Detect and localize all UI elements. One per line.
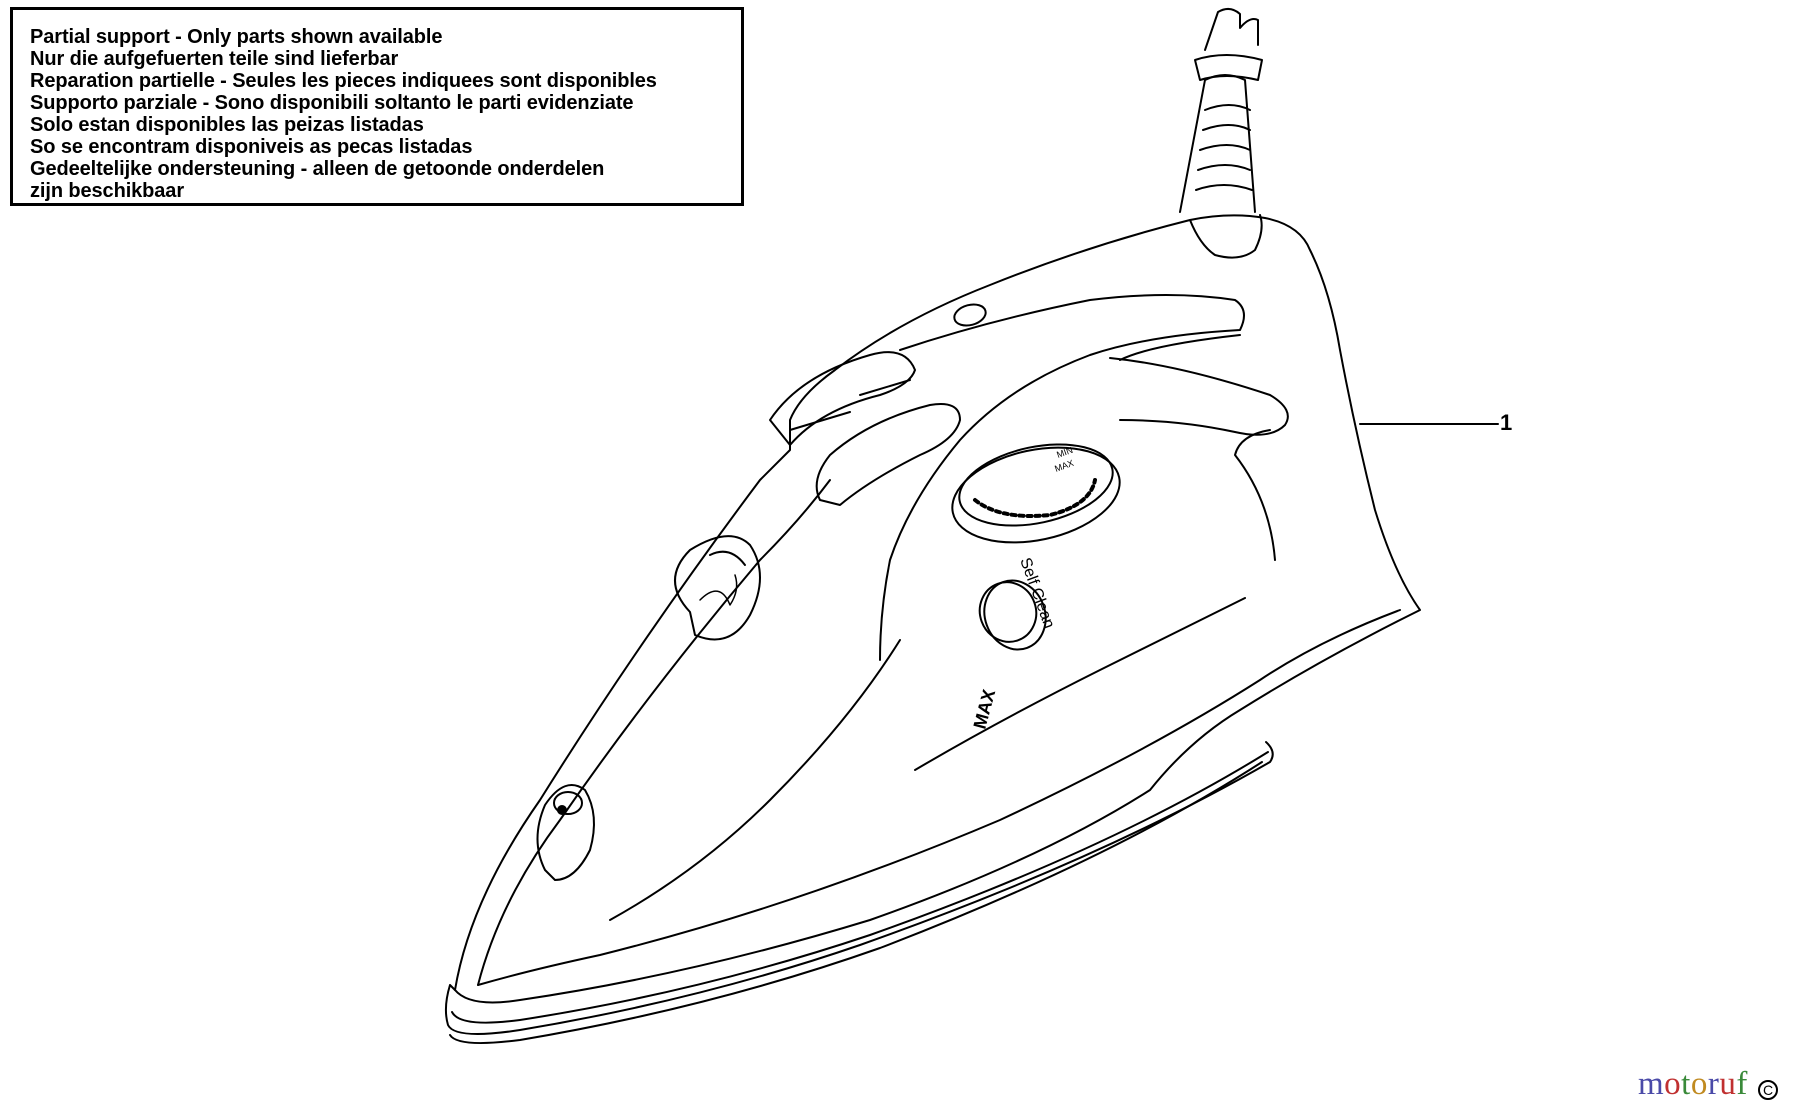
dial-max-label: MAX <box>1053 458 1075 474</box>
steam-control-buttons <box>769 351 961 506</box>
watermark-letter: u <box>1719 1066 1737 1102</box>
motoruf-watermark: motoruf <box>1638 1066 1748 1103</box>
watermark-letter: t <box>1681 1066 1691 1102</box>
self-clean-button <box>978 579 1047 651</box>
notice-line-pt: So se encontram disponiveis as pecas lis… <box>30 136 473 158</box>
notice-line-it: Supporto parziale - Sono disponibili sol… <box>30 92 634 114</box>
water-window <box>674 535 761 641</box>
notice-line-fr: Reparation partielle - Seules les pieces… <box>30 70 657 92</box>
watermark-letter: r <box>1707 1066 1720 1102</box>
handle <box>879 294 1289 661</box>
watermark-letter: o <box>1690 1066 1708 1102</box>
watermark-badge: C <box>1758 1080 1778 1100</box>
water-fill-cap <box>536 784 595 881</box>
watermark-letter: m <box>1638 1066 1665 1102</box>
partial-support-notice: Partial support - Only parts shown avail… <box>10 7 744 206</box>
self-clean-label: Self Clean <box>1016 556 1057 631</box>
temperature-dial <box>951 443 1121 544</box>
iron-body <box>454 8 1421 1004</box>
notice-line-de: Nur die aufgefuerten teile sind lieferba… <box>30 48 399 70</box>
watermark-letter: o <box>1664 1066 1682 1102</box>
callout-number: 1 <box>1500 410 1513 435</box>
notice-line-en: Partial support - Only parts shown avail… <box>30 26 443 48</box>
notice-line-es: Solo estan disponibles las peizas listad… <box>30 114 424 136</box>
soleplate <box>444 741 1274 1044</box>
watermark-letter: f <box>1736 1066 1748 1102</box>
notice-line-nl-2: zijn beschikbaar <box>30 180 185 202</box>
notice-line-nl: Gedeeltelijke ondersteuning - alleen de … <box>30 158 605 180</box>
